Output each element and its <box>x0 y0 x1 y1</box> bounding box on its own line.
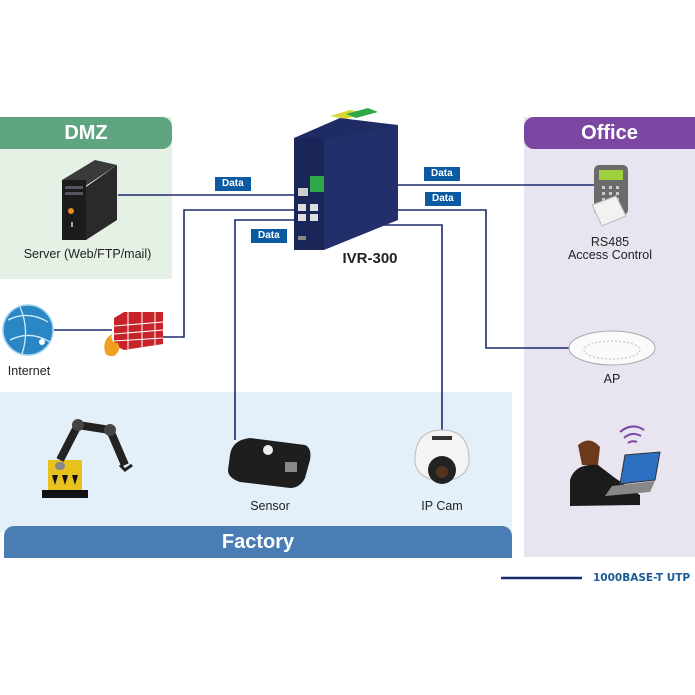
internet-label: Internet <box>7 364 51 378</box>
dmz-zone-title: DMZ <box>0 117 172 149</box>
factory-zone-title: Factory <box>4 526 512 558</box>
access-control-label-line1: RS485 <box>590 235 630 249</box>
sensor-label: Sensor <box>250 499 290 513</box>
data-tag-server: Data <box>215 177 251 191</box>
access-control-label-line2: Access Control <box>567 248 653 262</box>
office-zone-title: Office <box>524 117 695 149</box>
data-tag-sensor: Data <box>251 229 287 243</box>
server-label: Server (Web/FTP/mail) <box>23 247 152 261</box>
link-firewall <box>163 209 305 338</box>
data-tag-access-control: Data <box>424 167 460 181</box>
ap-label: AP <box>603 372 621 386</box>
data-tag-ap: Data <box>425 192 461 206</box>
ip-cam-label: IP Cam <box>421 499 463 513</box>
router-label: IVR-300 <box>342 250 398 267</box>
legend-label: 1000BASE-T UTP <box>593 572 691 584</box>
link-sensor <box>234 219 300 440</box>
